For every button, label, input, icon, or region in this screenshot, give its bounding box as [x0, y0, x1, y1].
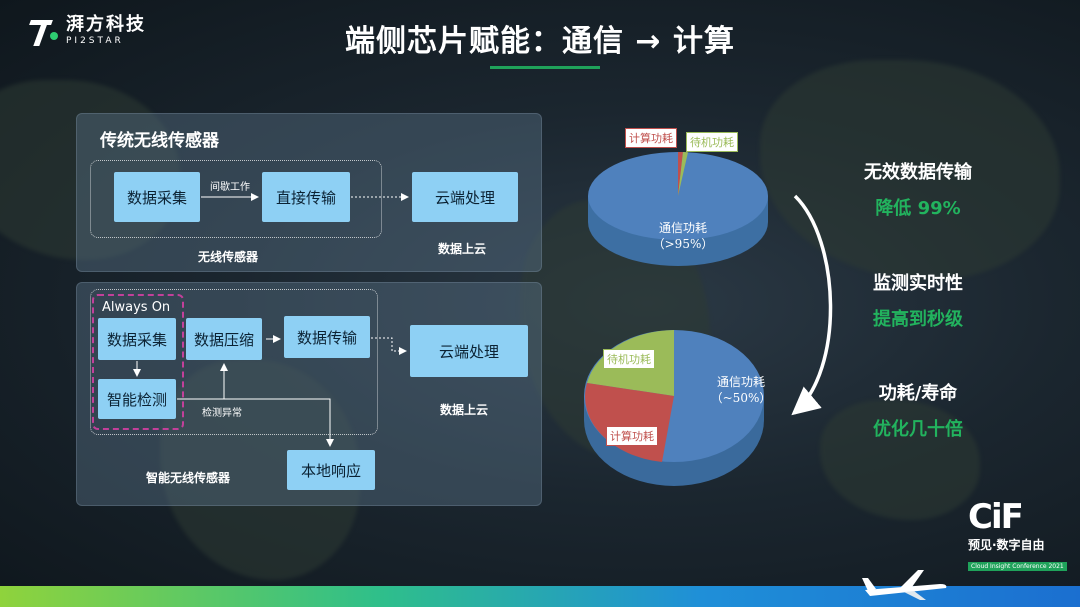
smart-data-to-cloud-caption: 数据上云 — [440, 403, 489, 417]
anomaly-label: 检测异常 — [202, 408, 242, 419]
bottom-pie-standby-label: 待机功耗 — [603, 349, 655, 369]
sensor-boundary — [90, 160, 382, 238]
airplane-icon — [862, 570, 947, 600]
wireless-sensor-caption: 无线传感器 — [198, 250, 259, 264]
title-underline — [490, 66, 600, 69]
stat-value: 提高到秒级 — [873, 309, 963, 330]
company-logo: 湃方科技 PI2STAR — [26, 14, 146, 48]
map-landmass — [820, 400, 980, 520]
conference-logo: CiF 预见·数字自由 Cloud Insight Conference 202… — [968, 500, 1072, 572]
smart-sensor-caption: 智能无线传感器 — [146, 471, 231, 485]
top-pie-standby-slice — [678, 152, 688, 196]
data-to-cloud-caption: 数据上云 — [438, 242, 487, 256]
local-response-box: 本地响应 — [287, 450, 375, 490]
logo-icon — [26, 14, 60, 48]
bottom-gradient-bar — [0, 586, 1080, 607]
cif-conference-name: Cloud Insight Conference 2021 — [968, 562, 1067, 571]
stat-value: 优化几十倍 — [873, 419, 963, 440]
always-on-boundary — [92, 294, 184, 430]
stat-realtime: 监测实时性 提高到秒级 — [818, 269, 1018, 331]
data-transmit-box: 数据传输 — [284, 316, 370, 358]
top-pie-standby-label: 待机功耗 — [686, 132, 738, 152]
logo-en-text: PI2STAR — [66, 36, 124, 46]
top-pie-compute-label: 计算功耗 — [625, 128, 677, 148]
stat-label: 功耗/寿命 — [878, 383, 958, 404]
direct-transmit-box: 直接传输 — [262, 172, 350, 222]
bottom-pie-compute-label: 计算功耗 — [606, 426, 658, 446]
always-on-label: Always On — [102, 300, 171, 315]
top-pie-compute-slice — [678, 151, 683, 196]
stat-power-lifetime: 功耗/寿命 优化几十倍 — [818, 379, 1018, 441]
stat-label: 无效数据传输 — [864, 162, 972, 183]
stat-invalid-data: 无效数据传输 降低 99% — [818, 158, 1018, 220]
data-compress-box: 数据压缩 — [186, 318, 262, 360]
cloud-process-box: 云端处理 — [412, 172, 518, 222]
bottom-pie-comm-label: 通信功耗（~50%） — [710, 375, 772, 406]
smart-collect-box: 数据采集 — [98, 318, 176, 360]
data-collect-box: 数据采集 — [114, 172, 200, 222]
intermittent-label: 间歇工作 — [210, 182, 250, 193]
smart-detect-box: 智能检测 — [98, 379, 176, 419]
stat-label: 监测实时性 — [873, 273, 963, 294]
traditional-sensor-title: 传统无线传感器 — [100, 131, 219, 151]
smart-cloud-process-box: 云端处理 — [410, 325, 528, 377]
top-pie-comm-label: 通信功耗（>95%） — [652, 221, 714, 252]
cif-logo-text: CiF — [968, 497, 1024, 537]
slide-title: 端侧芯片赋能：通信 → 计算 — [344, 24, 736, 59]
stat-value: 降低 99% — [875, 198, 961, 219]
cif-slogan: 预见·数字自由 — [968, 538, 1045, 552]
logo-cn-text: 湃方科技 — [66, 14, 146, 35]
